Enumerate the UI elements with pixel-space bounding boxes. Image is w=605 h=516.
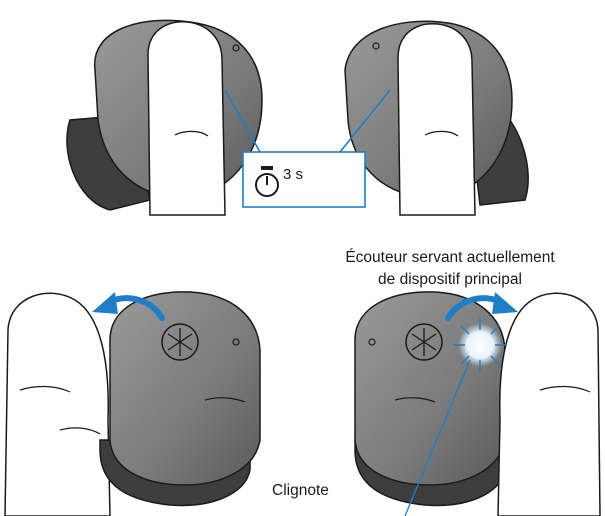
callout-box — [243, 152, 365, 207]
hold-duration-label: 3 s — [283, 166, 303, 183]
finger — [148, 22, 225, 215]
main-device-label-line2: de dispositif principal — [300, 269, 600, 291]
led-light-icon — [453, 318, 507, 372]
thumb — [5, 293, 110, 516]
finger — [398, 24, 475, 215]
bottom-right-earbud-group — [355, 292, 600, 516]
bottom-left-earbud-group — [5, 292, 260, 516]
main-device-label: Écouteur servant actuellement de disposi… — [300, 247, 600, 291]
blink-label: Clignote — [272, 482, 329, 500]
top-right-earbud-group — [345, 21, 528, 215]
earbud-body — [110, 292, 260, 485]
thumb — [498, 293, 600, 516]
top-left-earbud-group — [67, 20, 262, 215]
main-device-label-line1: Écouteur servant actuellement — [300, 247, 600, 269]
